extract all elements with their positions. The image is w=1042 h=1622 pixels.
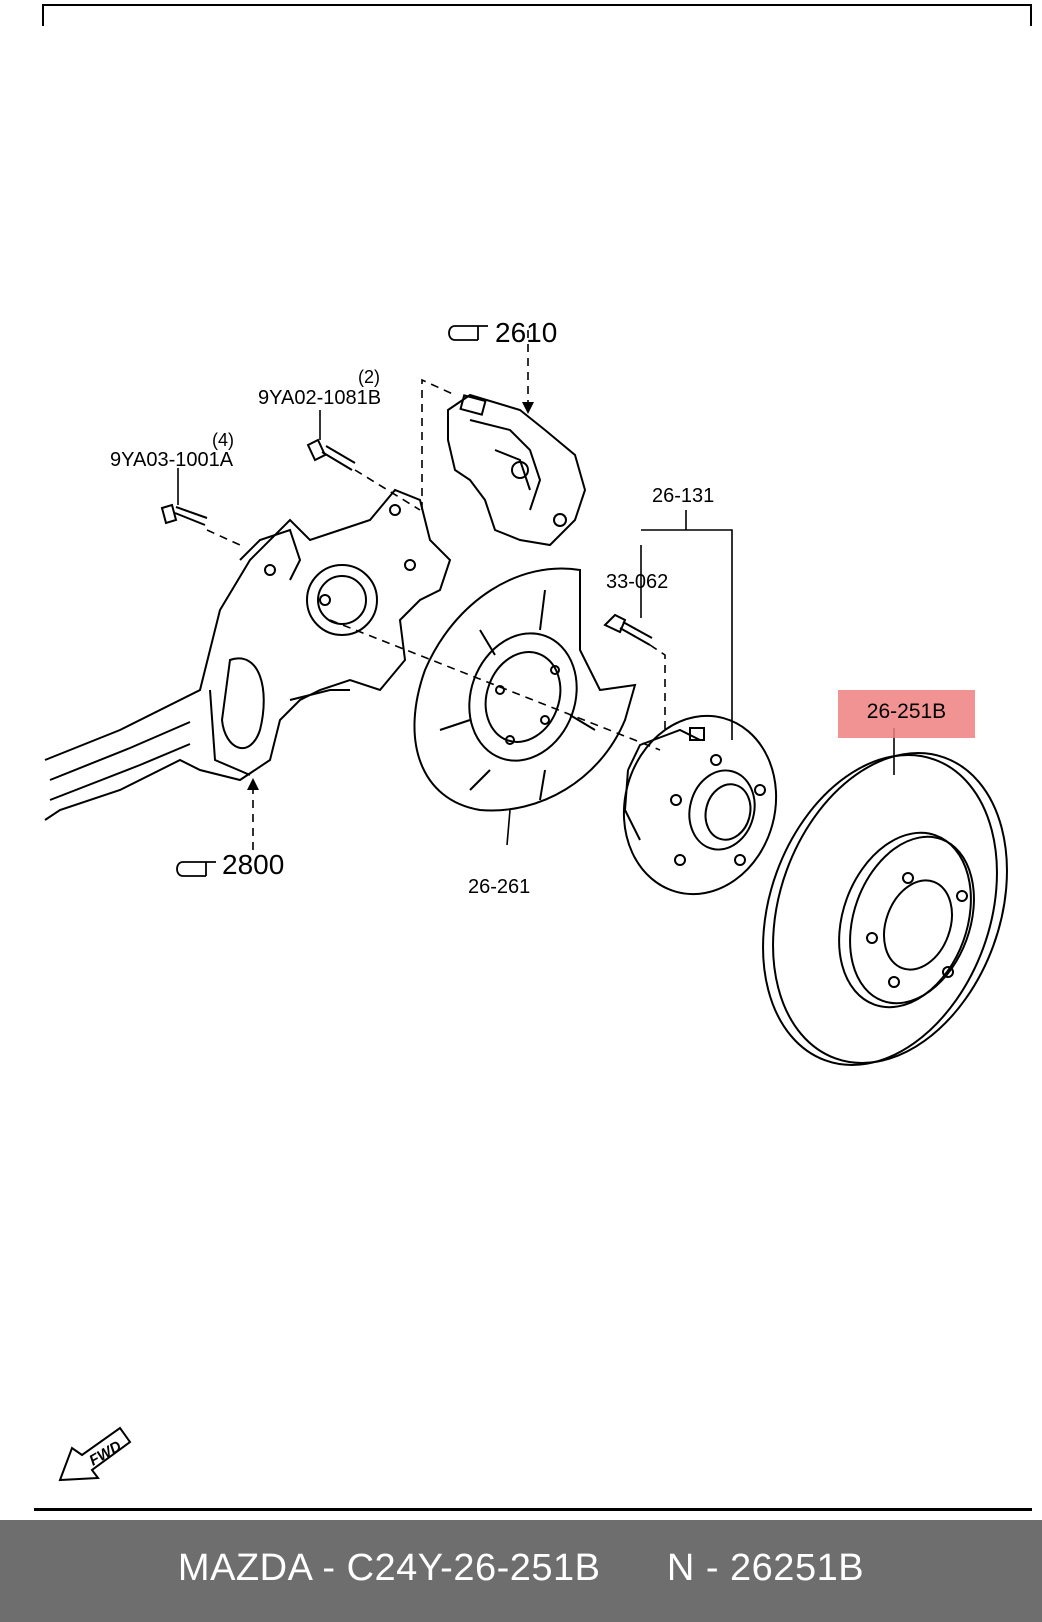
fwd-arrow-icon [58,1426,132,1482]
knuckle-bolt-illustration [160,503,208,526]
hub-bolt-part-label: 33-062 [606,571,668,593]
hub-bolt-illustration [603,613,653,646]
knuckle-bolt-qty-label: (4) [212,430,234,450]
knuckle-reference-label: 2800 [222,849,284,880]
part-number-caption: MAZDA - C24Y-26-251B N - 26251B [177,1547,865,1589]
dust-shield-illustration [413,567,637,812]
frame-border-bottom [34,1508,1032,1511]
hand-pointer-icon [176,861,216,877]
highlighted-part-box [838,690,975,738]
frame-border-left [42,4,44,26]
wheel-hub-illustration [622,714,778,896]
fwd-label: FWD [86,1438,124,1470]
hand-pointer-icon [448,325,488,341]
caliper-bolt-illustration [306,438,356,471]
frame-border-top [42,4,1032,6]
dashed-assembly-lines [206,330,666,850]
reference-hand-symbols [176,325,488,877]
caliper-bolt-part-label: 9YA02-1081B [258,387,381,409]
part-number-footer [0,1520,1042,1622]
callout-leader-lines [177,410,895,846]
arrow-heads [247,402,534,790]
brake-disc-illustration [762,752,1008,1066]
rear-knuckle-illustration [44,488,452,821]
brake-caliper-illustration [447,393,587,547]
hub-assembly-part-label: 26-131 [652,485,714,507]
caliper-reference-label: 2610 [495,317,557,348]
dust-shield-part-label: 26-261 [468,876,530,898]
frame-border-right [1030,4,1032,26]
knuckle-bolt-part-label: 9YA03-1001A [110,449,234,471]
brake-disc-part-label: 26-251B [866,700,947,723]
caliper-bolt-qty-label: (2) [358,367,380,387]
